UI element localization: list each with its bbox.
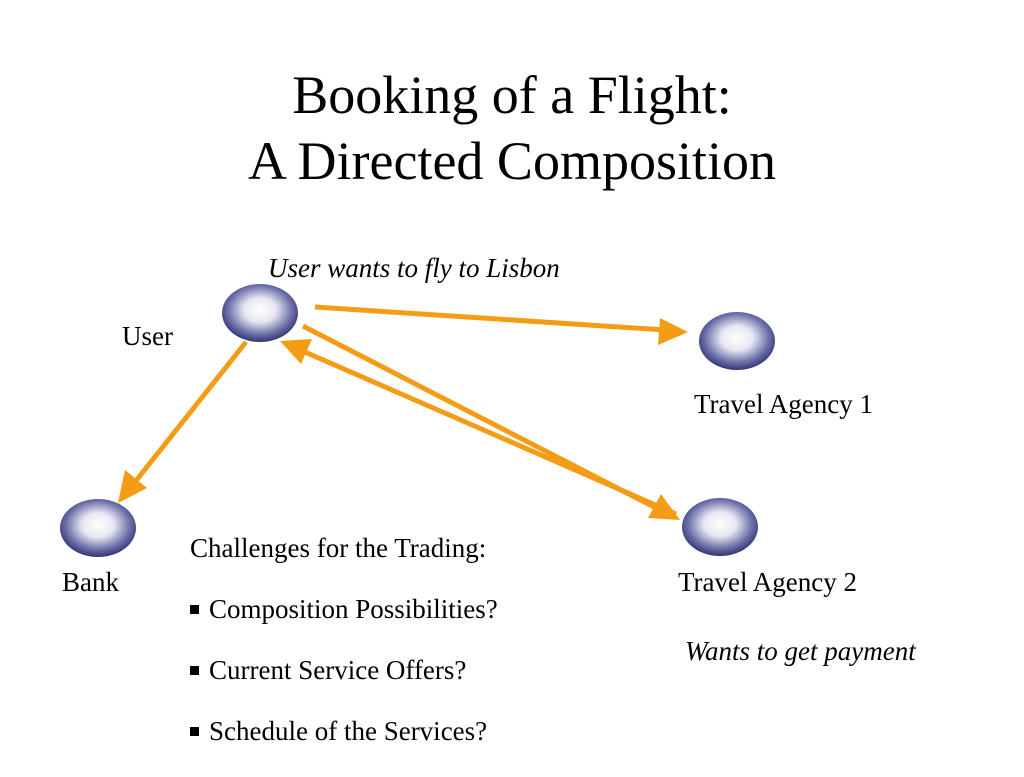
title-line-2: A Directed Composition bbox=[248, 131, 776, 191]
wants-payment-annotation: Wants to get payment bbox=[685, 636, 916, 666]
arrow-agency2-to-user bbox=[280, 339, 678, 517]
user-node bbox=[222, 284, 298, 342]
list-item: Schedule of the Services? bbox=[190, 716, 498, 746]
list-item-text: Current Service Offers? bbox=[209, 655, 467, 685]
bullet-icon bbox=[190, 665, 199, 675]
bullet-icon bbox=[190, 604, 199, 614]
bullet-icon bbox=[190, 726, 199, 736]
user-wants-annotation: User wants to fly to Lisbon bbox=[268, 253, 560, 283]
agency2-label: Travel Agency 2 bbox=[678, 567, 857, 597]
agency2-node bbox=[682, 498, 758, 556]
bank-label: Bank bbox=[62, 567, 119, 597]
title-line-1: Booking of a Flight: bbox=[292, 65, 732, 125]
list-item: Composition Possibilities? bbox=[190, 594, 498, 624]
arrow-user-to-bank bbox=[118, 340, 248, 503]
challenges-list: Challenges for the Trading: Composition … bbox=[190, 533, 498, 777]
list-item: Current Service Offers? bbox=[190, 655, 498, 685]
user-label: User bbox=[122, 321, 173, 351]
challenges-heading: Challenges for the Trading: bbox=[190, 533, 487, 563]
list-item-text: Composition Possibilities? bbox=[209, 594, 498, 624]
arrow-user-to-agency1 bbox=[314, 304, 688, 345]
agency1-label: Travel Agency 1 bbox=[694, 389, 873, 419]
slide-title: Booking of a Flight: A Directed Composit… bbox=[0, 62, 1024, 194]
list-item-text: Schedule of the Services? bbox=[209, 716, 488, 746]
agency1-node bbox=[699, 312, 775, 370]
bank-node bbox=[60, 499, 136, 557]
